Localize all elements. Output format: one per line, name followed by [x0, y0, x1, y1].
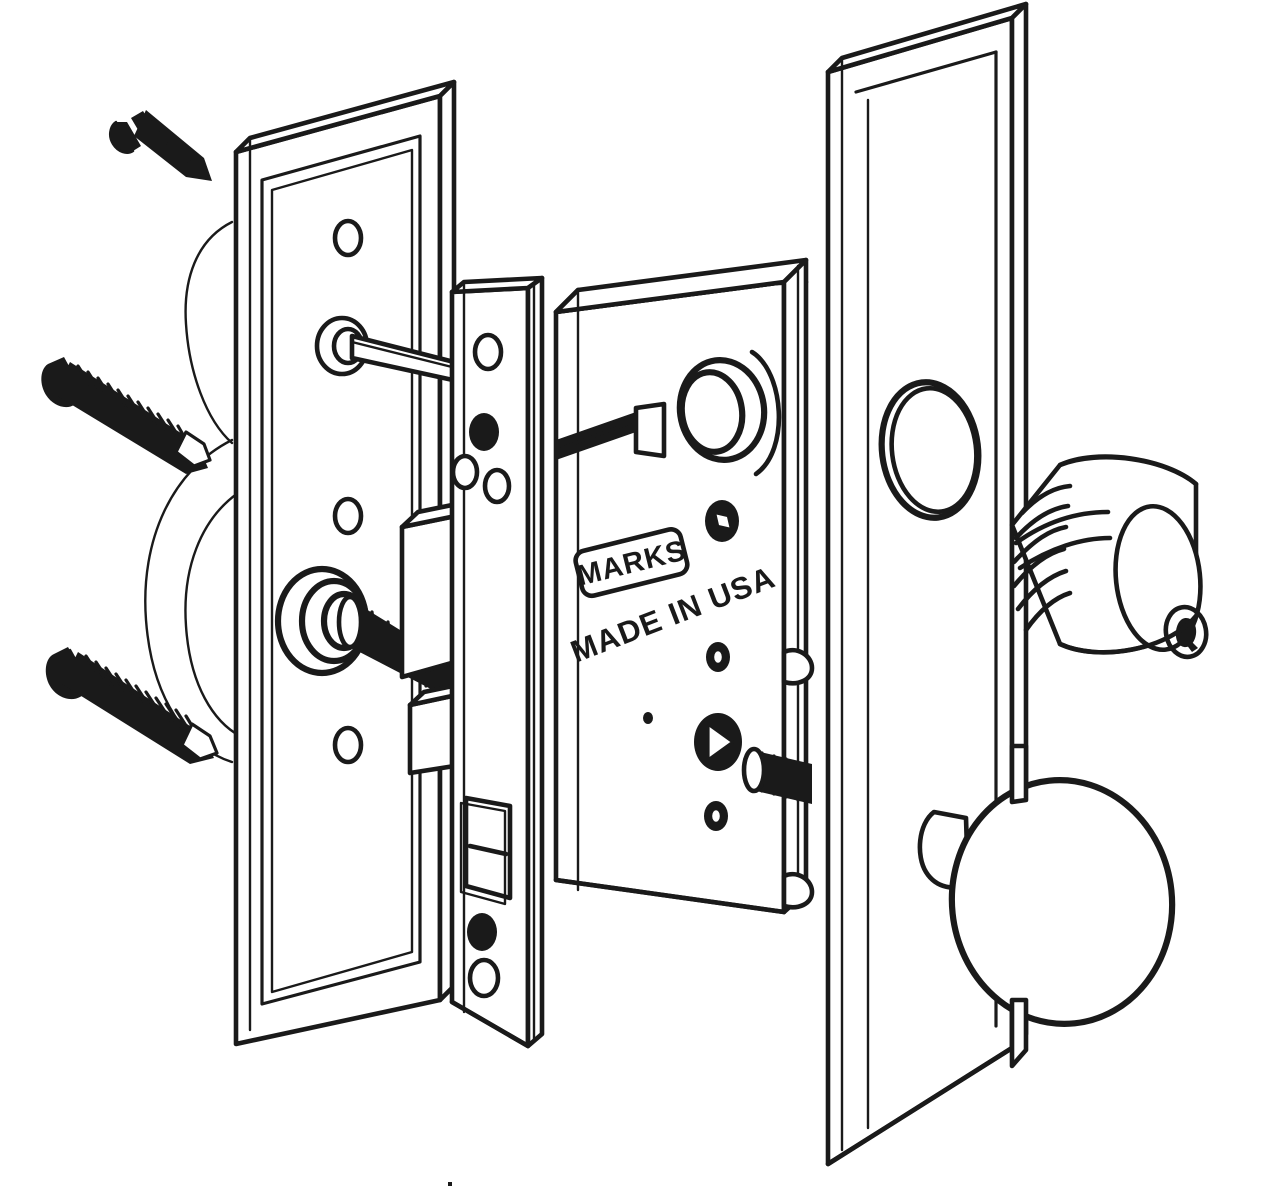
hub-hole: [694, 713, 742, 771]
mortise-cylinder: [1009, 454, 1209, 660]
cylinder-oval-hole: [878, 379, 982, 521]
phillips-screw-lower-icon: [467, 913, 497, 951]
lock-case: MARKS MADE IN USA: [553, 257, 815, 915]
rosette-left-upper: [314, 315, 465, 385]
faceplate: [449, 275, 545, 1049]
bolt-window: [459, 795, 513, 906]
small-hole-lower: [704, 801, 728, 831]
small-hole-upper: [706, 642, 730, 672]
exterior-knob: [917, 743, 1176, 1069]
screw-top: [108, 110, 212, 181]
threaded-stud: [741, 746, 812, 804]
square-spindle-hole: [705, 500, 739, 542]
interior-knob-upper: [184, 220, 234, 445]
brand-badge: MARKS: [573, 527, 690, 599]
registration-mark: [448, 1182, 452, 1186]
screw-middle: [41, 357, 212, 474]
screw-bottom: [45, 647, 219, 764]
phillips-screw-upper-icon: [469, 413, 499, 451]
edge-tab-lower: [781, 871, 815, 910]
latch-linkage-bar: [556, 401, 667, 460]
keyway-icon: [1163, 604, 1209, 660]
pin-hole: [643, 712, 653, 724]
edge-tab-upper: [781, 647, 815, 686]
cylinder-hole: [676, 349, 782, 477]
